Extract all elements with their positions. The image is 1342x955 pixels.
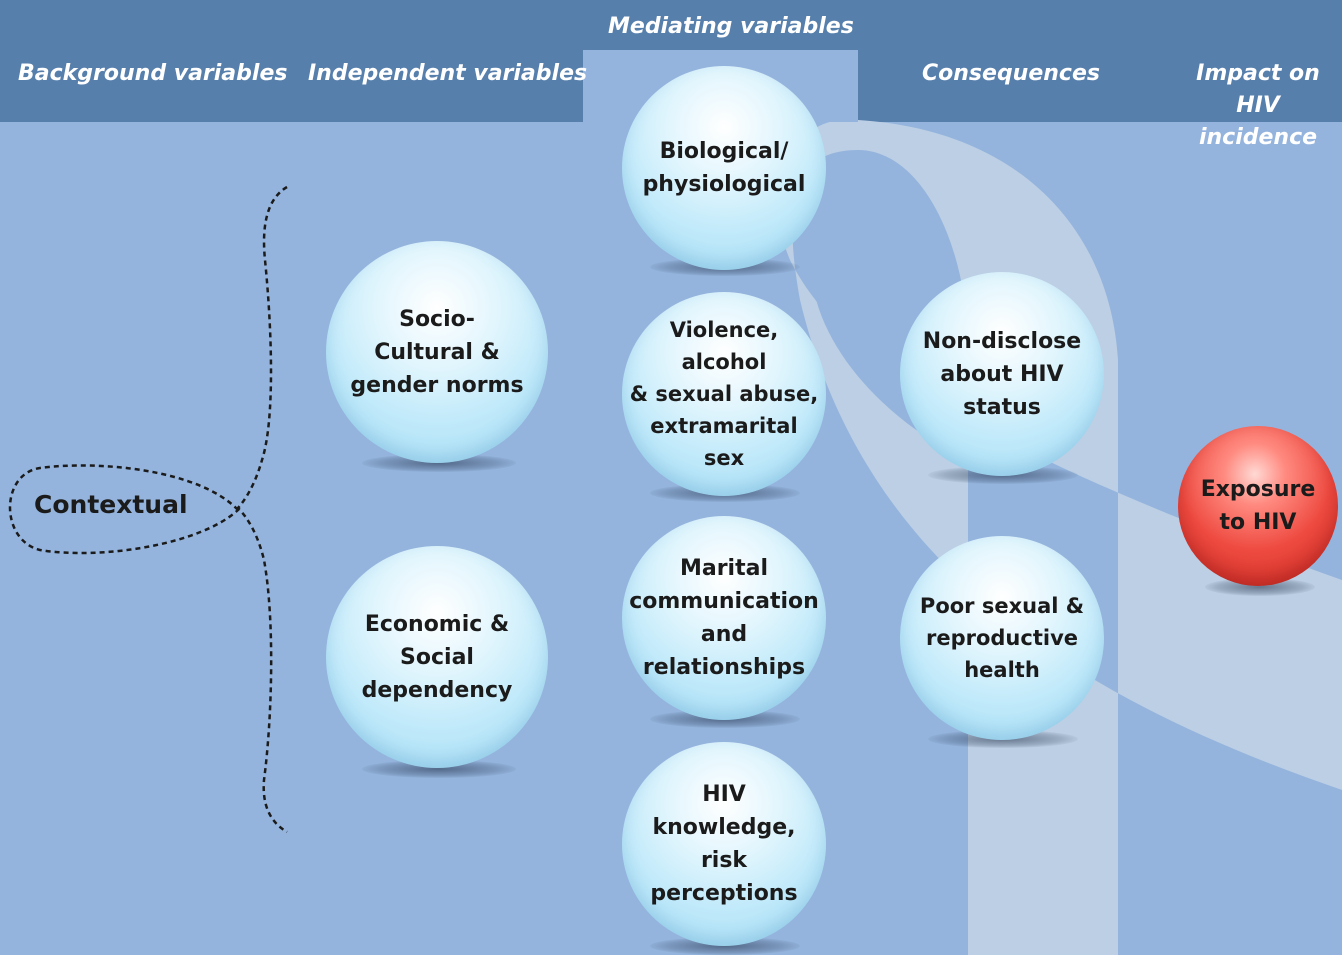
header-impact-on-hiv-incidence: Impact on HIV incidence [1196,61,1320,150]
node-label: Exposure to HIV [1200,477,1316,535]
sphere-shadow [1205,578,1315,596]
node-label: Biological/ physiological [642,139,806,197]
mediating-node-marital-communication: Marital communication and relationships [622,516,826,720]
consequence-node-non-disclose: Non-disclose about HIV status [900,272,1104,476]
header-background-variables: Background variables [18,61,288,86]
node-label: Marital communication and relationships [629,556,819,680]
mediating-node-violence: Violence, alcohol & sexual abuse, extram… [622,292,826,496]
independent-node-economic: Economic & Social dependency [326,546,548,768]
contextual-bracket [236,185,288,834]
node-label: Socio- Cultural & gender norms [350,306,524,398]
node-label: Non-disclose about HIV status [922,328,1082,420]
mediating-node-biological: Biological/ physiological [622,66,826,270]
independent-node-sociocultural: Socio- Cultural & gender norms [326,241,548,463]
header-band-left [0,0,583,122]
contextual-ellipse [8,464,240,555]
node-label: Poor sexual & reproductive health [919,594,1085,682]
mediating-node-hiv-knowledge: HIV knowledge, risk perceptions [622,742,826,946]
header-band-right [858,0,1342,122]
header-consequences: Consequences [922,61,1100,86]
node-label: Violence, alcohol & sexual abuse, extram… [629,318,819,470]
impact-node-exposure-to-hiv: Exposure to HIV [1178,426,1338,586]
sphere-shadow [362,454,516,472]
sphere-shadow [362,760,516,778]
consequence-node-poor-health: Poor sexual & reproductive health [900,536,1104,740]
header-independent-variables: Independent variables [308,61,588,86]
ribbon-loop [778,119,1342,955]
sphere-shadow [650,937,800,955]
contextual-label: Contextual [34,490,188,519]
header-mediating-variables: Mediating variables [608,14,854,39]
header-band-top [583,0,858,50]
node-label: HIV knowledge, risk perceptions [650,782,798,906]
node-label: Economic & Social dependency [361,611,513,703]
